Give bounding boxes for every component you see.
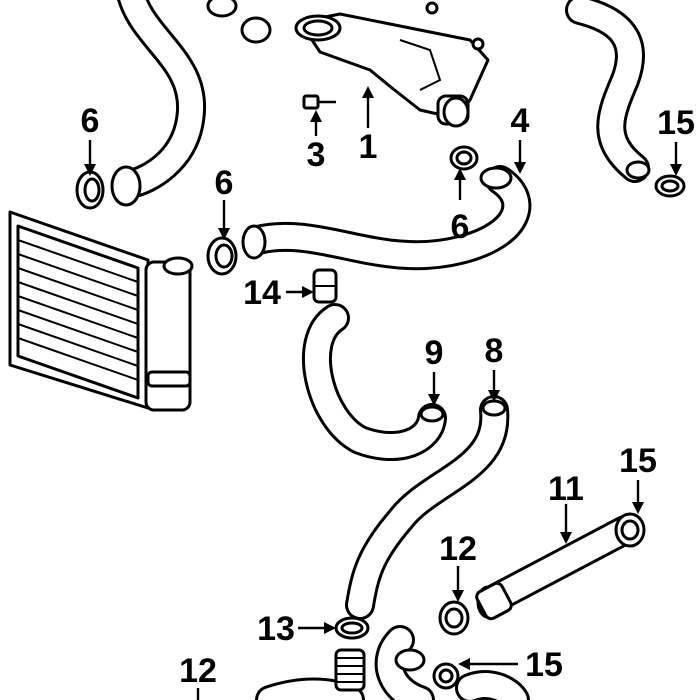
callout-8: 8 <box>485 332 504 370</box>
bolt-3 <box>302 94 336 110</box>
clamp-6-right <box>449 145 479 171</box>
callout-14: 14 <box>243 274 281 312</box>
callout-6-right: 6 <box>451 208 470 246</box>
callout-6-center: 6 <box>215 164 234 202</box>
callout-12-mid: 12 <box>439 530 477 568</box>
callout-15-bottom: 15 <box>525 646 563 684</box>
clamp-top-1 <box>206 0 272 44</box>
upper-right-hose <box>565 0 651 183</box>
clip-14 <box>312 268 338 304</box>
callout-15-top: 15 <box>657 104 695 142</box>
clamp-6-left <box>75 170 105 210</box>
callout-12-bottom: 12 <box>179 652 217 690</box>
radiator <box>8 210 194 412</box>
clamp-15-mid <box>614 512 646 548</box>
callout-4: 4 <box>511 102 530 140</box>
clamp-15-bottom <box>432 662 460 690</box>
callout-13: 13 <box>257 610 295 648</box>
callout-labels: 1 3 4 6 6 6 8 9 11 12 12 13 14 15 15 15 <box>81 102 695 690</box>
pipe-11 <box>475 515 640 621</box>
clamp-12-mid <box>438 600 470 636</box>
hose-9 <box>302 303 447 462</box>
clamp-6-center <box>206 236 238 276</box>
lower-hoses <box>255 625 530 700</box>
callout-9: 9 <box>425 334 444 372</box>
callout-11: 11 <box>548 470 584 508</box>
leader-lines <box>84 86 682 700</box>
clamp-15-top <box>654 174 686 198</box>
callout-15-mid: 15 <box>619 442 657 480</box>
clamp-13 <box>334 616 370 640</box>
hose-4 <box>241 165 532 271</box>
callout-1: 1 <box>359 128 378 166</box>
upper-left-hose <box>110 0 207 207</box>
callout-3: 3 <box>307 136 326 174</box>
thermostat-housing <box>294 1 490 128</box>
callout-6-left: 6 <box>81 102 100 140</box>
